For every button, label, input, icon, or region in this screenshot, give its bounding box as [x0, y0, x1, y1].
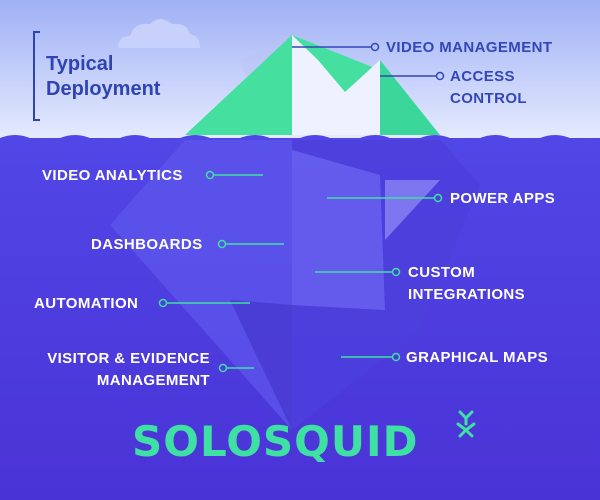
dot-custom-integrations	[391, 267, 401, 277]
dot-power-apps	[433, 193, 443, 203]
label-access-control-line1: ACCESS	[450, 68, 515, 85]
cloud-shape	[118, 19, 200, 48]
dot-video-analytics	[205, 170, 215, 180]
dot-video-management	[370, 42, 380, 52]
brand-wordmark: SOLOSQUID	[132, 417, 419, 466]
dot-dashboards	[217, 239, 227, 249]
label-visitor-evidence-line2: MANAGEMENT	[96, 372, 210, 389]
iceberg-underwater-facet-3	[230, 300, 292, 430]
page-title: Typical Deployment	[46, 52, 160, 102]
title-line-1: Typical	[46, 53, 114, 75]
dot-visitor-evidence	[218, 363, 228, 373]
brand-mark-icon	[456, 410, 476, 438]
iceberg-peak-white	[292, 35, 380, 135]
iceberg-peak-shade	[380, 60, 440, 135]
label-video-management: VIDEO MANAGEMENT	[386, 39, 553, 56]
label-custom-integrations-line1: CUSTOM	[408, 264, 476, 281]
iceberg-underwater-left	[110, 140, 292, 430]
label-graphical-maps: GRAPHICAL MAPS	[406, 349, 548, 366]
label-access-control-line2: CONTROL	[450, 90, 527, 107]
dot-graphical-maps	[391, 352, 401, 362]
label-automation: AUTOMATION	[34, 295, 139, 312]
label-custom-integrations-line2: INTEGRATIONS	[408, 286, 526, 303]
dot-access-control	[435, 71, 445, 81]
label-visitor-evidence-line1: VISITOR & EVIDENCE	[47, 350, 210, 367]
title-line-2: Deployment	[46, 78, 161, 100]
label-video-analytics: VIDEO ANALYTICS	[42, 167, 183, 184]
iceberg-underwater-facet-2	[385, 180, 440, 240]
label-dashboards: DASHBOARDS	[91, 236, 203, 253]
title-bracket	[33, 31, 40, 121]
label-power-apps: POWER APPS	[450, 190, 556, 207]
dot-automation	[158, 298, 168, 308]
iceberg-underwater-facet-1	[292, 150, 385, 310]
